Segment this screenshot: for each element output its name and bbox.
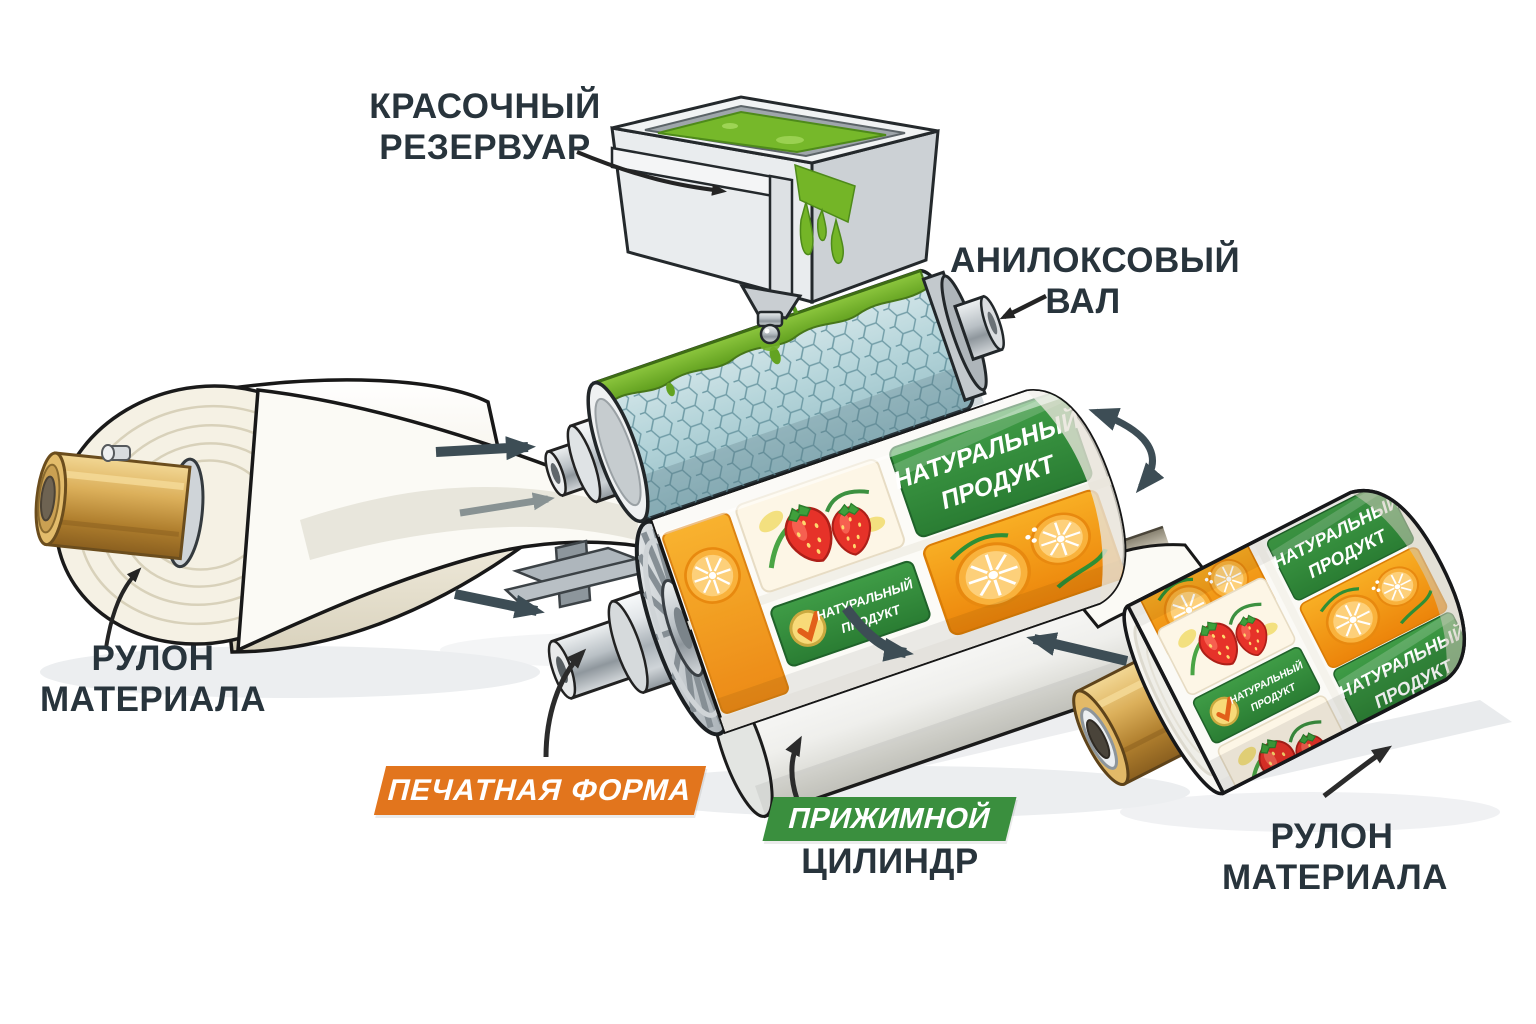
printed-badge: НАТУРАЛЬНЫЙ ПРОДУКТ (1192, 646, 1321, 744)
label-anilox-roll: АНИЛОКСОВЫЙ ВАЛ (950, 240, 1241, 323)
web-exit-arrow (841, 605, 914, 662)
ink-surface (657, 110, 887, 154)
roll-core (34, 451, 205, 569)
label-material-roll-right: РУЛОН МАТЕРИАЛА (1222, 816, 1448, 899)
web-direction-arrow (453, 589, 545, 619)
ink-reservoir (610, 95, 940, 351)
leader-ink-reservoir (576, 150, 727, 196)
leader-roll-left (104, 567, 142, 649)
label-text: АНИЛОКСОВЫЙ (950, 241, 1241, 280)
check-icon (797, 610, 820, 642)
label-text: РЕЗЕРВУАР (379, 128, 591, 168)
label-impression-cylinder: ЦИЛИНДР (770, 841, 1010, 882)
leader-roll-right (1322, 745, 1392, 798)
label-text: МАТЕРИАЛА (1222, 858, 1448, 898)
label-text: ВАЛ (1045, 282, 1121, 322)
roll-pin (101, 444, 131, 462)
leader-printing-plate (543, 648, 587, 758)
nozzle-ball (759, 323, 781, 345)
leader-anilox (999, 293, 1048, 320)
printed-banner: НАТУРАЛЬНЫЙ ПРОДУКТ (1266, 480, 1414, 601)
check-icon (1216, 696, 1233, 722)
material-roll-right: НАТУРАЛЬНЫЙ ПРОДУКТ НАТУРАЛЬНЫЙ ПРОДУКТ … (1072, 470, 1489, 796)
label-text: КРАСОЧНЫЙ (369, 87, 601, 126)
label-printing-plate: ПЕЧАТНАЯ ФОРМА (373, 766, 707, 815)
ink-drips (794, 163, 856, 265)
leader-impression-cylinder (785, 735, 802, 800)
label-material-roll-left: РУЛОН МАТЕРИАЛА (28, 638, 278, 721)
rotation-arrow (1088, 408, 1165, 494)
label-text: МАТЕРИАЛА (40, 680, 266, 720)
printed-roll-tiles: НАТУРАЛЬНЫЙ ПРОДУКТ НАТУРАЛЬНЫЙ ПРОДУКТ … (1128, 470, 1489, 794)
label-text: ЦИЛИНДР (801, 842, 979, 881)
label-text: ПЕЧАТНАЯ ФОРМА (384, 773, 697, 807)
web-shadow-arrow (459, 492, 555, 517)
printed-web-tiles: НАТУРАЛЬНЫЙ ПРОДУКТ НАТУРАЛЬНЫЙ ПРОДУКТ (652, 374, 1147, 732)
anilox-honeycomb (594, 270, 974, 522)
label-impression-cylinder-banner: ПРИЖИМНОЙ (762, 797, 1017, 841)
rewind-direction-arrow (1026, 632, 1129, 666)
label-text: РУЛОН (91, 639, 215, 678)
label-ink-reservoir: КРАСОЧНЫЙ РЕЗЕРВУАР (350, 86, 620, 169)
arrows (104, 150, 1392, 800)
label-text: ПРИЖИМНОЙ (785, 802, 995, 835)
funnel (739, 283, 803, 320)
label-text: РУЛОН (1270, 817, 1394, 856)
web-direction-arrow (435, 436, 536, 461)
plate-cylinder: НАТУРАЛЬНЫЙ ПРОДУКТ НАТУРАЛЬНЫЙ ПРОДУКТ (547, 374, 1147, 737)
